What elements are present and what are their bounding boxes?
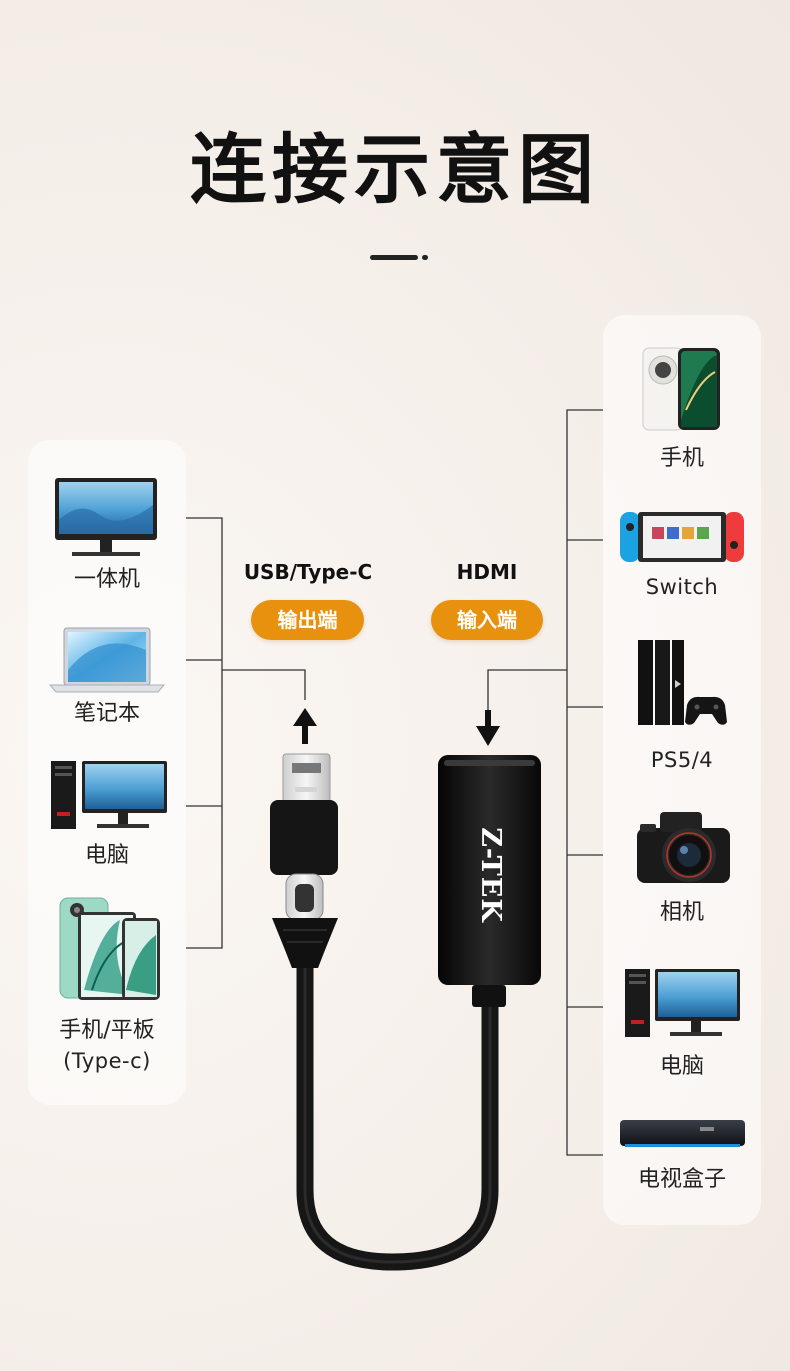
device-label-desktop: 电脑 [84, 843, 129, 868]
page-title: 连接示意图 [190, 125, 600, 214]
usb-port-name: USB/Type-C [243, 560, 373, 584]
device-label-phone-tablet: 手机/平板 [59, 1018, 155, 1043]
usb-type-c-plug [270, 753, 338, 968]
usb-output-badge: 输出端 [251, 600, 364, 640]
device-sublabel-type-c: (Type-c) [63, 1049, 151, 1073]
output-devices-panel [603, 315, 761, 1225]
left-connector-lines [186, 517, 306, 949]
title-divider-dot [422, 255, 428, 260]
desktop-pc-icon [51, 761, 167, 829]
title-divider [370, 255, 418, 260]
brand-logo: Z-TEK [475, 827, 506, 923]
device-label-laptop: 笔记本 [73, 701, 140, 726]
all-in-one-pc-icon [55, 478, 157, 556]
cable [296, 951, 499, 1271]
phone-icon [642, 347, 720, 431]
hdmi-adapter-box [438, 755, 541, 1007]
device-label-switch: Switch [645, 575, 719, 599]
laptop-icon [48, 627, 166, 693]
right-connector-lines [487, 409, 603, 1156]
device-label-desktop-right: 电脑 [659, 1054, 704, 1079]
device-label-camera: 相机 [659, 900, 704, 925]
phone-tablet-icon [59, 897, 160, 1000]
arrow-up-icon [293, 708, 317, 744]
switch-console-icon [620, 512, 744, 562]
desktop-pc-icon [625, 969, 740, 1037]
camera-icon [637, 812, 730, 883]
tv-box-icon [620, 1120, 745, 1147]
hdmi-input-badge: 输入端 [431, 600, 543, 640]
device-label-all-in-one: 一体机 [73, 567, 140, 592]
hdmi-port-name: HDMI [456, 560, 518, 584]
playstation-icon [638, 640, 727, 725]
arrow-down-icon [476, 710, 500, 746]
device-label-tv-box: 电视盒子 [637, 1167, 726, 1192]
device-label-ps: PS5/4 [650, 748, 714, 772]
device-label-phone: 手机 [659, 446, 704, 471]
